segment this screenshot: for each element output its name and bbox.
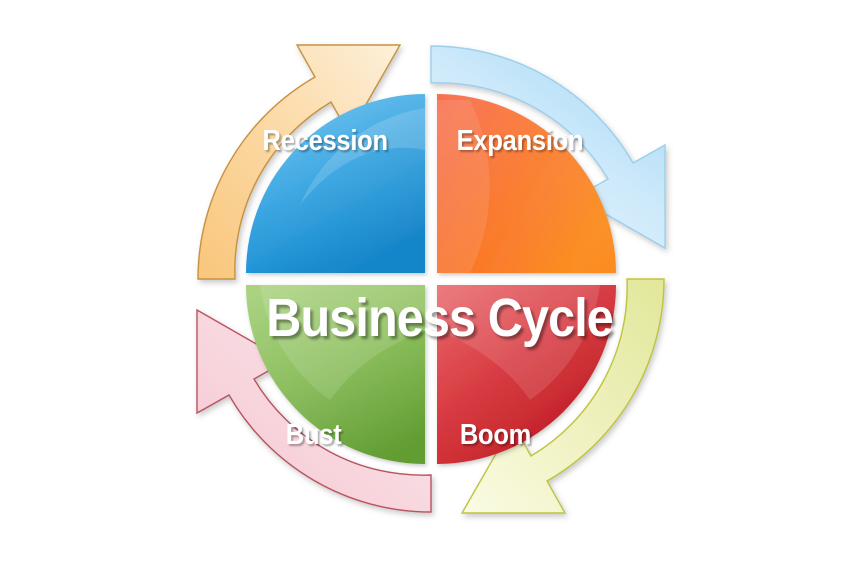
quadrant-bust [246,285,425,464]
quadrant-recession [246,94,425,273]
quadrant-expansion [437,94,616,273]
arrow-recession [430,45,666,250]
arrow-bust [460,278,665,514]
quadrant-boom [437,285,616,464]
arrow-boom [196,308,432,513]
arrow-expansion [197,44,402,280]
